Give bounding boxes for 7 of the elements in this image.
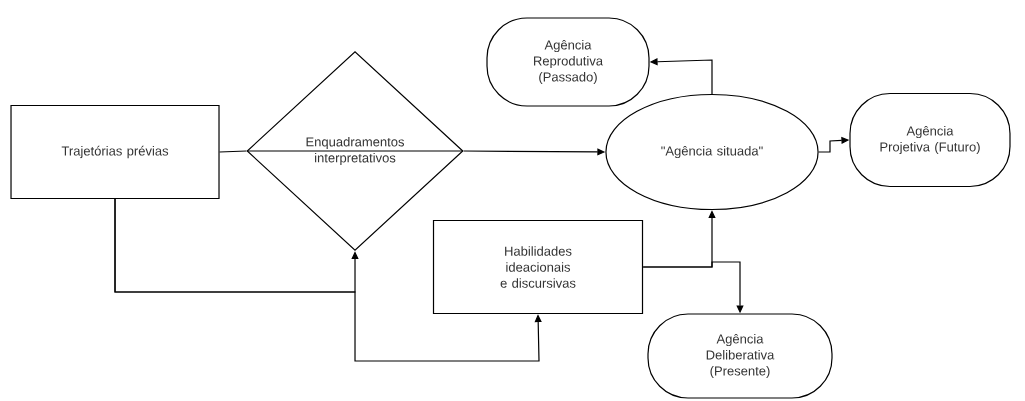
arrow — [114, 198, 542, 362]
process-box: Trajetórias prévias — [10, 104, 220, 200]
process-box: Habilidades ideacionais e discursivas — [432, 219, 644, 315]
ellipse-node: "Agência situada" — [605, 93, 819, 211]
rounded-box: Agência Reprodutiva (Passado) — [486, 17, 650, 107]
rounded-box: Agência Projetiva (Futuro) — [849, 92, 1011, 188]
rounded-box: Agência Deliberativa (Presente) — [647, 313, 833, 399]
